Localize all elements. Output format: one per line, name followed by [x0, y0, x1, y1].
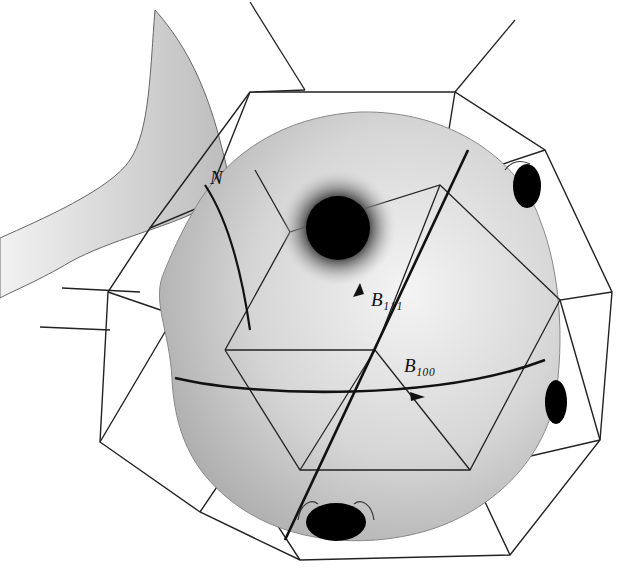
symmetry-point-label: N: [210, 168, 223, 187]
orbit-label: B₁₁₁: [371, 290, 402, 309]
orbit-label: B₁₀₀: [404, 356, 435, 375]
